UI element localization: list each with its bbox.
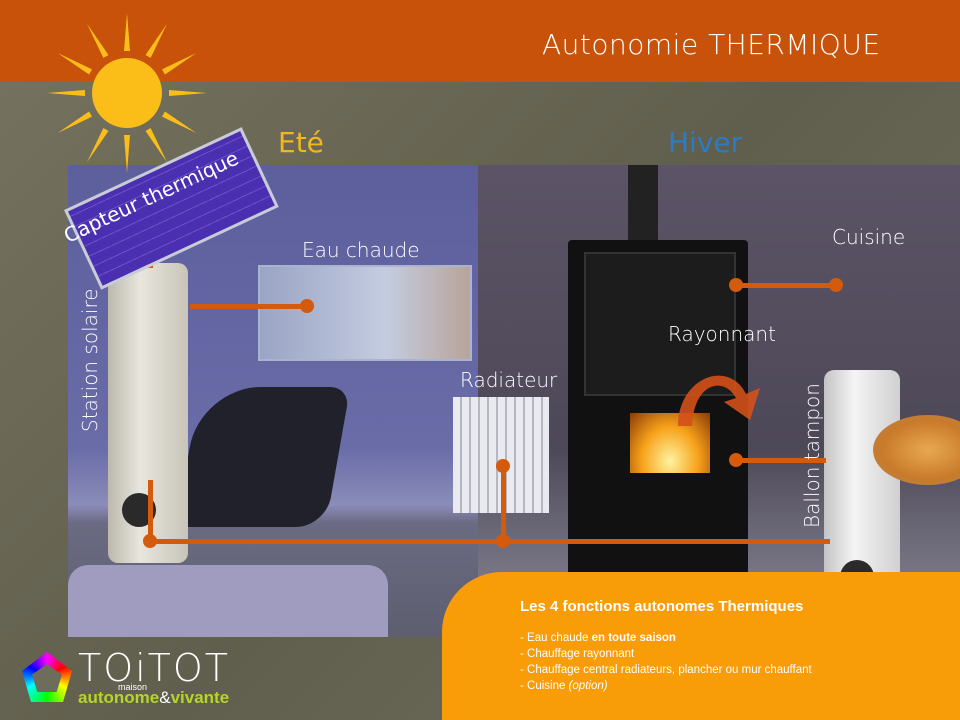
- pipe-node: [829, 278, 843, 292]
- solar-station-label: Station solaire: [78, 288, 102, 432]
- pipe-node: [729, 278, 743, 292]
- interior-photo: [68, 165, 960, 637]
- list-item: - Chauffage rayonnant: [520, 648, 635, 660]
- info-title: Les 4 fonctions autonomes Thermiques: [520, 598, 804, 615]
- oven-door: [584, 252, 736, 396]
- season-summer-label: Eté: [278, 126, 324, 159]
- item-text: - Eau chaude: [520, 632, 592, 644]
- header-bar: Autonomie THERMIQUE: [0, 0, 960, 82]
- brand-logo: TOiTOT maison autonome&vivante: [22, 646, 229, 708]
- list-item: - Cuisine (option): [520, 678, 812, 694]
- fire-icon: [630, 413, 710, 473]
- tagline-amp: &: [159, 688, 171, 707]
- pipe-radiator: [501, 465, 506, 542]
- brand-tagline: autonome&vivante: [78, 688, 229, 708]
- info-panel: Les 4 fonctions autonomes Thermiques - E…: [442, 572, 960, 720]
- radiant-label: Rayonnant: [668, 322, 776, 346]
- pipe-hot-water: [190, 304, 308, 309]
- radiator-label: Radiateur: [460, 368, 558, 392]
- hot-water-label: Eau chaude: [302, 238, 420, 262]
- pipe-node: [496, 459, 510, 473]
- pipe-node: [300, 299, 314, 313]
- kitchen-label: Cuisine: [832, 225, 906, 249]
- pipe-kitchen: [736, 283, 836, 288]
- season-winter-label: Hiver: [668, 126, 743, 159]
- tagline-a: autonome: [78, 688, 160, 707]
- tart-image: [873, 415, 960, 485]
- functions-list: - Eau chaude en toute saison - Chauffage…: [520, 630, 812, 694]
- sun-icon: [92, 58, 162, 128]
- pipe-station-down: [148, 480, 153, 542]
- pipe-main: [150, 539, 830, 544]
- brand-small: maison: [118, 682, 148, 692]
- buffer-tank-label: Ballon tampon: [800, 383, 824, 528]
- radiant-arrow-icon: [678, 375, 760, 426]
- tagline-b: vivante: [170, 688, 230, 707]
- shower-image: [258, 265, 472, 361]
- item-emphasis: en toute saison: [591, 632, 676, 644]
- pipe-node: [729, 453, 743, 467]
- item-text: - Cuisine: [520, 680, 569, 692]
- item-option: (option): [568, 680, 608, 692]
- cushion-image: [68, 565, 388, 637]
- brand-name: TOiTOT: [78, 646, 231, 690]
- stove-flue: [628, 165, 658, 245]
- pipe-stove-tank: [736, 458, 826, 463]
- page-title: Autonomie THERMIQUE: [542, 28, 881, 61]
- pipe-node: [496, 534, 510, 548]
- pipe-node: [143, 534, 157, 548]
- list-item: - Chauffage central radiateurs, plancher…: [520, 664, 812, 676]
- list-item: - Eau chaude en toute saison: [520, 630, 812, 646]
